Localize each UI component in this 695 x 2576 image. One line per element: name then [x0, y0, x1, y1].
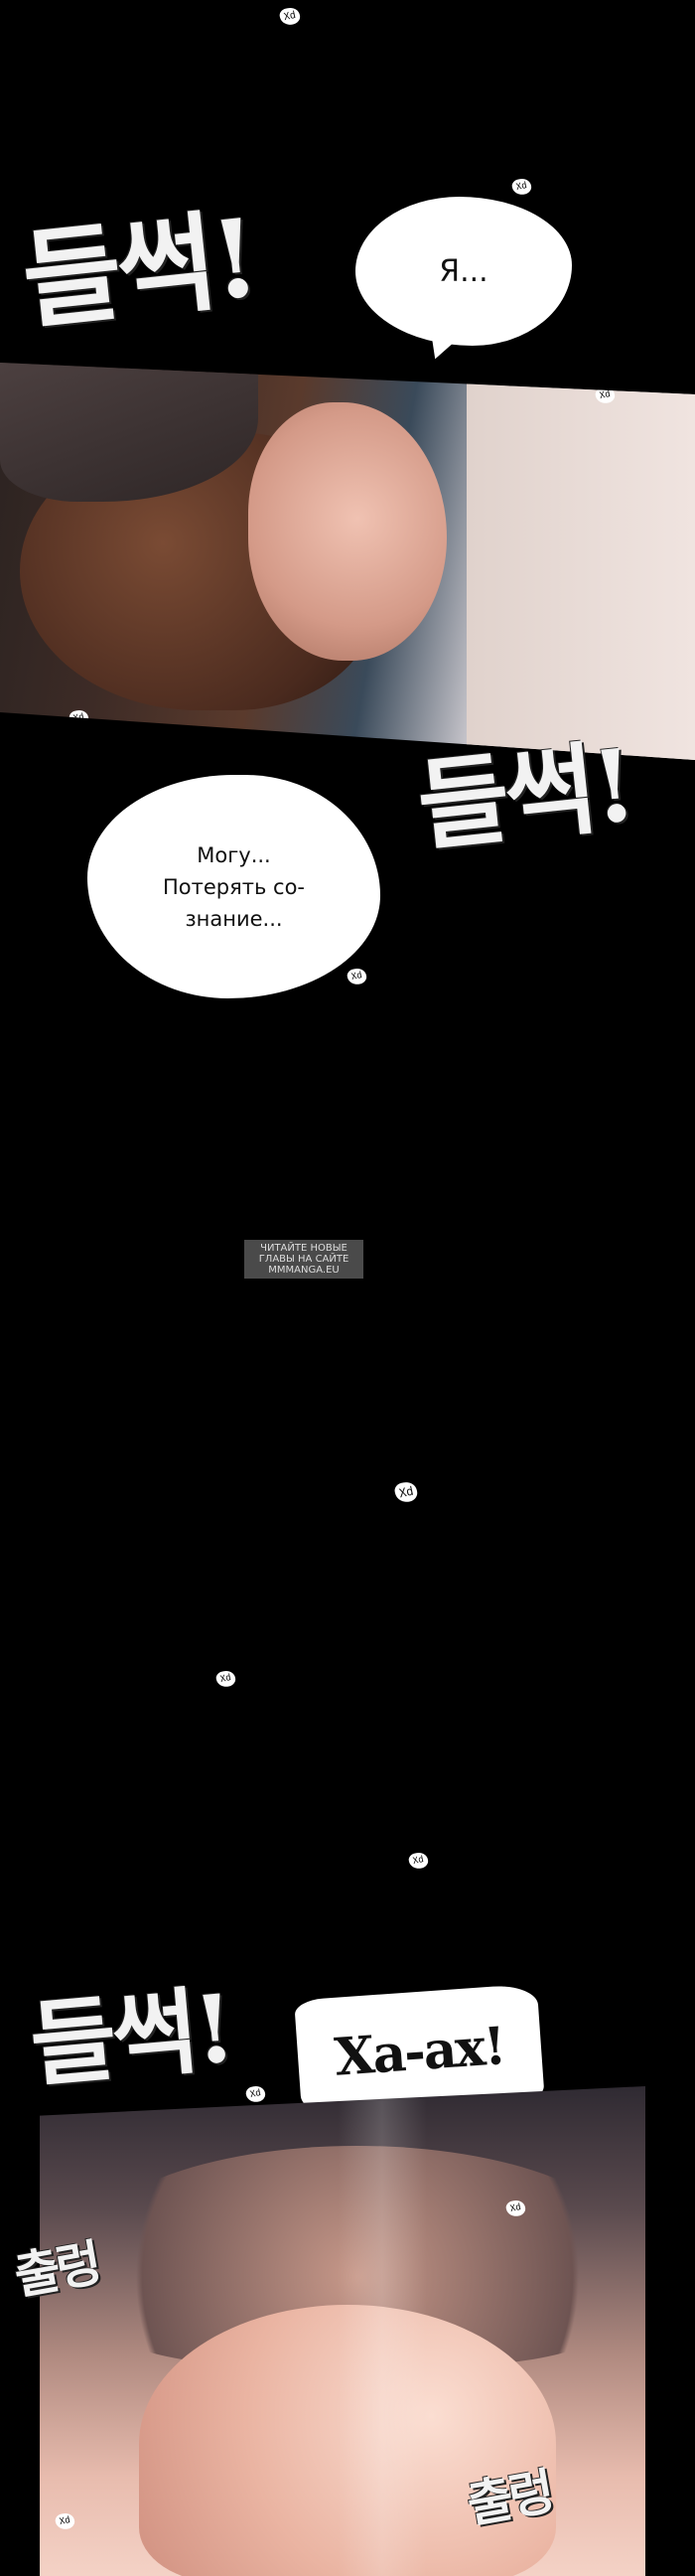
- site-watermark: ЧИТАЙТЕ НОВЫЕ ГЛАВЫ НА САЙТЕ MMMANGA.EU: [244, 1240, 363, 1279]
- watermark-line1: ЧИТАЙТЕ НОВЫЕ: [260, 1243, 348, 1254]
- watermark-line3: MMMANGA.EU: [268, 1265, 340, 1276]
- panel-face-closeup: Xd Xd: [0, 363, 695, 760]
- chest-shape: [139, 2305, 556, 2576]
- sfx-tag-bubble2: Xd: [346, 967, 368, 986]
- speech-bubble-1-text: Я...: [439, 253, 488, 289]
- sfx-tag-panel2-left: Xd: [54, 2511, 76, 2531]
- moan-burst-text: Ха-ах!: [333, 2015, 506, 2088]
- arm-shape: [467, 363, 695, 760]
- sfx-text-bottom-right-small: 출렁: [463, 2462, 556, 2534]
- sfx-tag-top: Xd: [278, 6, 302, 27]
- sfx-tag-3: Xd: [407, 1851, 430, 1871]
- sfx-tag-1: Xd: [393, 1479, 420, 1505]
- speech-bubble-1: Я...: [355, 197, 572, 346]
- sfx-tag-panel1-left: Xd: [68, 708, 90, 728]
- sfx-text-middle-right: 들썩!: [412, 725, 638, 865]
- panel-body: Xd: [40, 2086, 645, 2576]
- speech-bubble-2-line2: Потерять со-: [162, 874, 305, 899]
- speech-bubble-2: Могу... Потерять со- знание...: [87, 775, 380, 998]
- sfx-tag-2: Xd: [214, 1669, 237, 1689]
- shine-streak: [338, 2086, 427, 2576]
- face-shape: [248, 402, 447, 661]
- sfx-text-top-left: 들썩!: [16, 196, 262, 345]
- sfx-tag-4: Xd: [244, 2084, 267, 2104]
- sfx-tag-bubble: Xd: [510, 177, 533, 197]
- sfx-text-bottom-left-small: 출렁: [10, 2233, 103, 2306]
- speech-bubble-2-line3: знание...: [185, 906, 283, 931]
- sfx-text-bottom-left: 들썩!: [26, 1974, 236, 2101]
- watermark-line2: ГЛАВЫ НА САЙТЕ: [258, 1254, 349, 1265]
- speech-bubble-2-line1: Могу...: [197, 842, 271, 867]
